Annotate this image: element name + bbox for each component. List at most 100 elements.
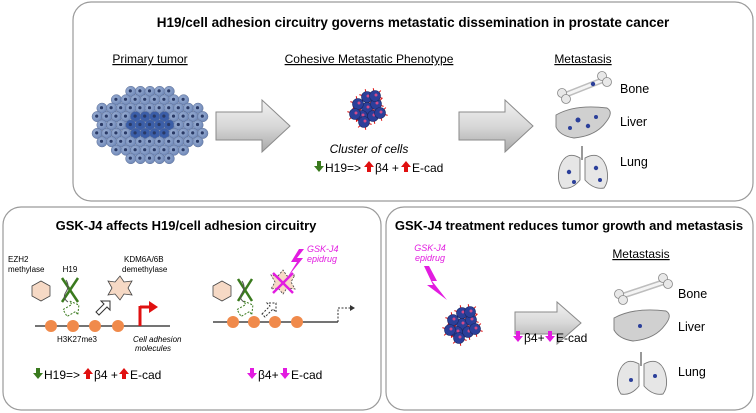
svg-text:β4 +: β4 + [94, 368, 118, 382]
cell-nucleus [157, 122, 161, 127]
top-panel: H19/cell adhesion circuitry governs meta… [72, 1, 754, 202]
up-arrow-icon [83, 368, 93, 379]
primary-tumor-icon [91, 85, 209, 165]
kdm-star-icon [107, 275, 133, 301]
cell-nucleus [128, 156, 132, 160]
cell-nucleus [171, 97, 176, 101]
cell-nucleus [195, 122, 200, 127]
cluster-cell-dot [470, 317, 474, 321]
cell-nucleus [200, 131, 204, 135]
down-arrow-icon [280, 368, 290, 379]
gsk-label: GSK-J4 [414, 243, 446, 253]
cell-nucleus [181, 114, 185, 118]
epidrug-label: epidrug [307, 254, 337, 264]
ezh2-hexagon-icon [212, 280, 232, 302]
cell-nucleus [109, 122, 113, 127]
cell-nucleus [133, 114, 137, 118]
cluster-cell-dot [375, 101, 379, 105]
cell-nucleus [143, 148, 147, 152]
cell-nucleus [143, 131, 147, 135]
epidrug-label: epidrug [415, 253, 445, 263]
nucleosomes-right [227, 316, 303, 328]
cell-nucleus [114, 97, 118, 101]
cell-nucleus [138, 122, 142, 127]
left-treated-formula: β4+ E-cad [247, 368, 322, 382]
h19-crossed-icon [60, 277, 80, 303]
cell-cluster-icon [442, 304, 483, 346]
h3k27me3-label: H3K27me3 [57, 335, 98, 344]
cell-nucleus [138, 89, 142, 93]
cell-nucleus [119, 106, 123, 110]
cell-nucleus [114, 131, 118, 135]
cell-nucleus [167, 139, 171, 143]
cell-nucleus [147, 122, 152, 127]
svg-text:E-cad: E-cad [556, 331, 587, 345]
svg-text:β4+: β4+ [258, 368, 279, 382]
cell-nucleus [147, 156, 152, 160]
cell-nucleus [123, 131, 128, 135]
cell-nucleus [167, 156, 171, 160]
bone-icon [614, 273, 673, 305]
cell-nucleus [191, 114, 195, 118]
cell-nucleus [138, 156, 142, 160]
top-formula: H19=> β4 + E-cad [314, 161, 443, 175]
primary-tumor-label: Primary tumor [112, 52, 187, 66]
down-arrow-icon [314, 161, 324, 172]
cluster-cell-dot [449, 327, 453, 331]
cell-nucleus [171, 114, 176, 118]
right-metastasis-label: Metastasis [612, 247, 669, 261]
cell-nucleus [128, 139, 132, 143]
cluster-cell-dot [366, 94, 370, 98]
cohesive-phenotype-label: Cohesive Metastatic Phenotype [285, 52, 454, 66]
cell-nucleus [119, 122, 123, 127]
gsk-lightning-icon [424, 266, 447, 300]
promoter-arrow-icon [138, 301, 158, 326]
down-arrow-icon [33, 368, 43, 379]
cluster-cell-dot [474, 326, 478, 330]
dotted-arrow-icon [236, 300, 254, 318]
top-lung-label: Lung [620, 155, 648, 169]
lung-icon [616, 352, 668, 395]
cell-nucleus [95, 131, 99, 135]
svg-text:H19=>: H19=> [325, 161, 361, 175]
up-arrow-icon [364, 161, 374, 172]
cell-nucleus [95, 114, 99, 118]
demethylase-label: demethylase [122, 265, 168, 274]
cell-nucleus [133, 148, 137, 152]
cell-nucleus [195, 106, 200, 110]
ezh2-label: EZH2 [8, 255, 29, 264]
cell-nucleus [123, 148, 128, 152]
top-metastasis-label: Metastasis [554, 52, 611, 66]
cell-adhesion-label: Cell adhesion [133, 335, 182, 344]
svg-text:H19=>: H19=> [44, 368, 80, 382]
right-bone-label: Bone [678, 287, 707, 301]
liver-icon [613, 309, 670, 342]
cluster-of-cells-label: Cluster of cells [330, 142, 409, 156]
svg-text:β4+: β4+ [524, 331, 545, 345]
molecules-label: molecules [135, 344, 171, 353]
up-arrow-icon [119, 368, 129, 379]
cell-nucleus [176, 106, 180, 110]
lung-icon [557, 146, 609, 189]
cell-nucleus [99, 139, 104, 143]
cell-nucleus [162, 131, 166, 135]
cell-nucleus [147, 89, 152, 93]
cell-nucleus [186, 106, 190, 110]
liver-icon [555, 106, 611, 139]
cluster-cell-dot [357, 101, 361, 105]
bone-icon [557, 71, 612, 104]
cluster-cell-dot [458, 335, 462, 339]
cell-nucleus [114, 148, 118, 152]
top-bone-label: Bone [620, 82, 649, 96]
right-liver-label: Liver [678, 320, 705, 334]
cluster-cell-dot [461, 310, 465, 314]
cell-nucleus [181, 148, 185, 152]
cell-nucleus [143, 97, 147, 101]
svg-text:β4 +: β4 + [375, 161, 399, 175]
cell-nucleus [162, 97, 166, 101]
cell-nucleus [171, 148, 176, 152]
h19-crossed-icon [236, 278, 254, 303]
cluster-cell-dot [363, 119, 367, 123]
cluster-cell-dot [469, 309, 473, 313]
left-formula: H19=> β4 + E-cad [33, 368, 161, 382]
